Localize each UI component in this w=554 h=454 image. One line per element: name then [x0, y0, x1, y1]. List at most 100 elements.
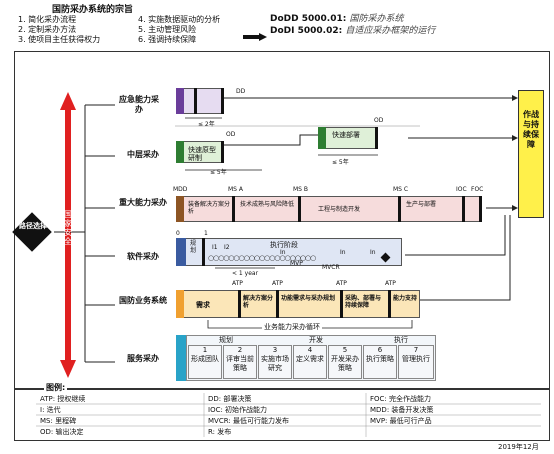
software-plan-label: 规划 — [190, 240, 197, 254]
major-msa-label: MS A — [228, 186, 243, 193]
software-in-label: In — [370, 249, 376, 256]
mid-start-block — [176, 141, 184, 163]
service-step-number: 4 — [307, 346, 313, 354]
major-milestone — [298, 196, 301, 222]
mid-fielding-label: 快速部署 — [332, 131, 360, 139]
software-year-label: < 1 year — [232, 270, 259, 277]
legend-item: MS: 里程碑 — [40, 417, 77, 425]
legend-item: MDD: 装备开发决策 — [370, 406, 434, 414]
service-step: 1 形成团队 — [188, 345, 222, 379]
service-step-number: 3 — [272, 346, 278, 354]
principle-item: 5. 主动管理风险 — [138, 25, 197, 34]
biz-milestone — [276, 290, 279, 318]
lane-label-urgent: 应急能力采办 — [119, 95, 159, 114]
policy-docs: DoDD 5000.01: 国防采办系统 DoDI 5000.02: 自适应采办… — [270, 13, 435, 37]
legend-item: I: 迭代 — [40, 406, 61, 414]
date-label: 2019年12月 — [498, 443, 539, 451]
mid-prototype-label: 快速原型研制 — [188, 146, 216, 162]
service-step: 4 定义需求 — [293, 345, 327, 379]
lane-label-middle: 中层采办 — [127, 150, 159, 159]
biz-seg5-label: 能力支持 — [393, 295, 418, 302]
lane-label-software: 软件采办 — [127, 252, 159, 261]
biz-seg1-label: 需求 — [196, 301, 210, 309]
service-step: 5 开发采办策略 — [328, 345, 362, 379]
principle-item: 2. 定制采办方法 — [18, 25, 77, 34]
left-principles: 1. 简化采办流程 2. 定制采办方法 3. 使项目主任获得权力 — [18, 15, 100, 45]
urgent-milestone — [221, 88, 224, 114]
mid-milestone — [221, 141, 224, 163]
dodi-text: 自适应采办框架的运行 — [345, 26, 436, 36]
software-i1-label: I1 — [212, 244, 218, 251]
software-iterations-icon: ○○○○○○○○○○○○○○○○○○○○○ — [208, 254, 316, 262]
software-in-label: In — [340, 249, 346, 256]
major-mdd-label: MDD — [173, 186, 188, 193]
operations-sustainment-label: 作战与持续保障 — [523, 110, 539, 149]
software-mvcr-label: MVCR — [322, 264, 340, 271]
service-step-text: 执行策略 — [366, 355, 394, 363]
biz-seg2-label: 解决方案分析 — [243, 295, 274, 309]
major-milestone — [479, 196, 482, 222]
arrow-right-icon — [243, 26, 267, 41]
service-step-text: 评审当前策略 — [226, 355, 254, 372]
urgent-span-label: ≤ 2年 — [198, 121, 215, 128]
dodd-text: 国防采办系统 — [349, 14, 404, 24]
legend-item: FOC: 完全作战能力 — [370, 395, 432, 403]
service-step-text: 形成团队 — [191, 355, 219, 363]
service-dev-label: 开发 — [309, 336, 323, 344]
major-seg3-label: 工程与制造开发 — [318, 206, 361, 213]
urgent-bar — [176, 88, 224, 114]
dodi-label: DoDI 5000.02: — [270, 26, 343, 36]
urgent-start-block — [176, 88, 184, 114]
biz-atp-label: ATP — [272, 280, 283, 287]
legend-item: OD: 输出决定 — [40, 428, 84, 436]
biz-atp-label: ATP — [336, 280, 347, 287]
service-step: 3 实施市场研究 — [258, 345, 292, 379]
mid-od2-label: OD — [374, 117, 384, 124]
service-step-number: 1 — [202, 346, 208, 354]
legend-title: 图例: — [44, 383, 68, 393]
legend-grid — [36, 393, 541, 437]
software-in-label: In — [280, 249, 286, 256]
mid-span2-label: ≤ 5年 — [332, 159, 349, 166]
biz-start-block — [176, 290, 184, 318]
service-step-number: 7 — [413, 346, 419, 354]
major-seg1-label: 装备解决方案分析 — [188, 201, 231, 215]
legend-item: ATP: 授权继续 — [40, 395, 86, 403]
legend-item: DD: 部署决策 — [208, 395, 252, 403]
biz-milestone — [388, 290, 391, 318]
major-start-block — [176, 196, 184, 222]
biz-seg3-label: 功能需求与采办规划 — [281, 295, 336, 302]
lane-label-business: 国防业务系统 — [119, 296, 167, 305]
legend-frame — [14, 389, 550, 441]
service-step-text: 开发采办策略 — [331, 355, 359, 372]
dodd-label: DoDD 5000.01: — [270, 14, 347, 24]
major-bar — [176, 196, 482, 222]
legend-item: MVP: 最低可行产品 — [370, 417, 432, 425]
biz-seg4-label: 采购、部署与持续保障 — [345, 295, 382, 309]
major-msc-label: MS C — [393, 186, 409, 193]
mid-fielding-start-block — [318, 127, 326, 149]
biz-loop-label: 业务能力采办循环 — [262, 322, 322, 332]
software-one-label: 1 — [204, 230, 208, 237]
service-start-block — [176, 335, 186, 381]
biz-milestone — [238, 290, 241, 318]
service-step-number: 5 — [342, 346, 348, 354]
service-step-number: 2 — [237, 346, 243, 354]
major-milestone — [232, 196, 235, 222]
lane-label-major: 重大能力采办 — [119, 198, 167, 207]
major-milestone — [462, 196, 465, 222]
legend-item: MVCR: 最低可行能力发布 — [208, 417, 289, 425]
principle-item: 6. 强调持续保障 — [138, 35, 197, 44]
mid-span1-label: ≤ 5年 — [210, 169, 227, 176]
major-seg2-label: 技术成熟与风险降低 — [240, 201, 295, 208]
software-start-block — [176, 238, 186, 266]
service-step: 6 执行策略 — [363, 345, 397, 379]
service-step: 2 评审当前策略 — [223, 345, 257, 379]
principle-item: 3. 使项目主任获得权力 — [18, 35, 101, 44]
principle-item: 4. 实施数据驱动的分析 — [138, 15, 221, 24]
legend-item: IOC: 初始作战能力 — [208, 406, 268, 414]
legend-item: R: 发布 — [208, 428, 232, 436]
software-mvp-label: MVP — [290, 260, 303, 267]
mid-milestone — [375, 127, 378, 149]
service-exec-label: 执行 — [394, 336, 408, 344]
